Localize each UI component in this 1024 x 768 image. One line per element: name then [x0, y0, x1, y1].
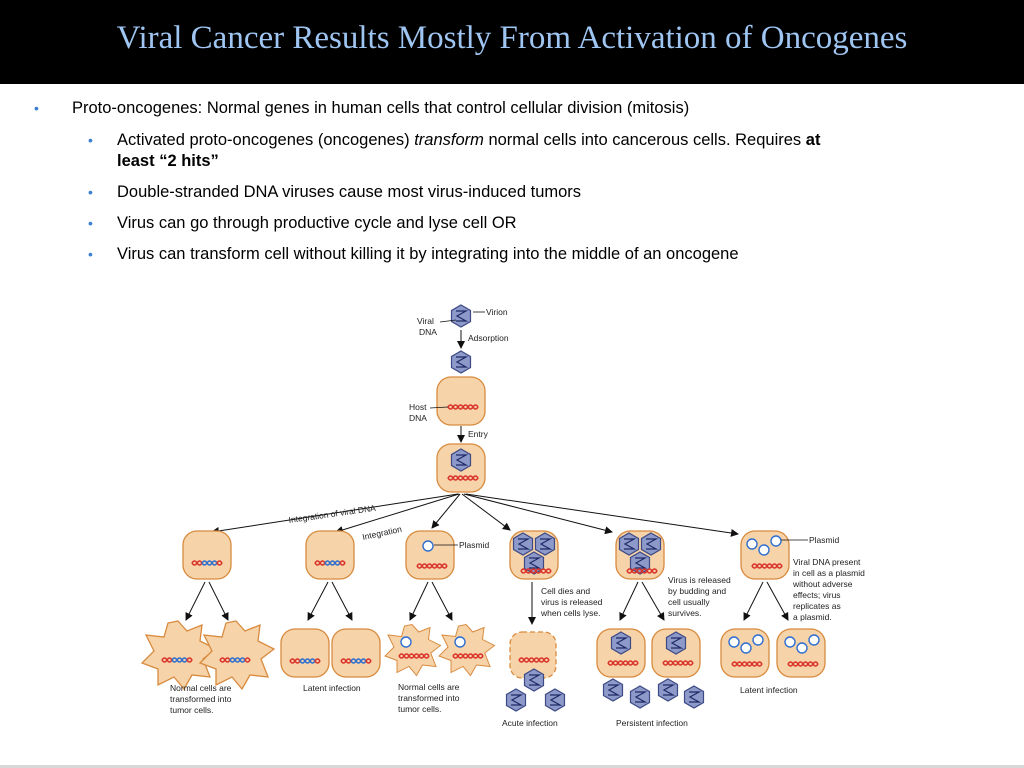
svg-text:survives.: survives.	[668, 608, 702, 618]
svg-text:effects; virus: effects; virus	[793, 590, 841, 600]
branch-arrows	[211, 493, 739, 537]
cell-integrated-2	[305, 530, 355, 580]
cell-lytic	[509, 530, 559, 580]
lysed-cell	[505, 631, 566, 712]
cell-budding	[615, 530, 665, 580]
bullet-2: Activated proto-oncogenes (oncogenes) tr…	[117, 130, 820, 151]
bullet-2-text-a: Activated proto-oncogenes (oncogenes)	[117, 131, 415, 149]
label-integration: Integration	[361, 524, 403, 542]
note-virus-released: Virus is released by budding and cell us…	[668, 575, 731, 618]
label-viral-dna-1: Viral	[417, 316, 434, 326]
svg-text:Virus is released: Virus is released	[668, 575, 731, 585]
label-host-dna-1: Host	[409, 402, 427, 412]
tumor-cells-2	[384, 624, 495, 676]
bullet-3: Double-stranded DNA viruses cause most v…	[117, 183, 582, 201]
note-cell-dies: Cell dies and virus is released when cel…	[540, 586, 603, 618]
bullet-4: Virus can go through productive cycle an…	[117, 214, 517, 232]
svg-text:by budding and: by budding and	[668, 586, 726, 596]
virion-adsorbed	[450, 350, 472, 374]
label-host-dna-2: DNA	[409, 413, 427, 423]
svg-text:Cell dies and: Cell dies and	[541, 586, 590, 596]
svg-text:tumor cells.: tumor cells.	[398, 704, 441, 714]
label-plasmid-2: Plasmid	[809, 535, 840, 545]
svg-text:in cell as a plasmid: in cell as a plasmid	[793, 568, 865, 578]
label-persistent: Persistent infection	[616, 718, 688, 728]
cell-plasmid-1	[405, 530, 455, 580]
svg-text:transformed into: transformed into	[398, 693, 460, 703]
tumor-cells-1	[141, 620, 275, 690]
label-normal-transformed-2: Normal cells are transformed into tumor …	[398, 682, 460, 714]
cell-plasmid-2	[740, 530, 790, 580]
svg-text:cell usually: cell usually	[668, 597, 710, 607]
label-acute: Acute infection	[502, 718, 558, 728]
svg-text:transformed into: transformed into	[170, 694, 232, 704]
latent-cells-2	[720, 628, 826, 678]
latent-cells-1	[280, 628, 381, 678]
label-viral-dna-2: DNA	[419, 327, 437, 337]
svg-text:tumor cells.: tumor cells.	[170, 705, 213, 715]
svg-text:replicates as: replicates as	[793, 601, 841, 611]
svg-text:virus is released: virus is released	[541, 597, 603, 607]
virion-top	[450, 304, 472, 328]
svg-text:without adverse: without adverse	[792, 579, 853, 589]
label-latent-2: Latent infection	[740, 685, 798, 695]
label-integration-viral-dna: Integration of viral DNA	[288, 503, 377, 525]
title-bar	[0, 0, 1024, 84]
bullet-5: Virus can transform cell without killing…	[117, 245, 739, 263]
note-viral-dna-plasmid: Viral DNA present in cell as a plasmid w…	[792, 557, 865, 622]
label-latent-1: Latent infection	[303, 683, 361, 693]
svg-text:Viral DNA present: Viral DNA present	[793, 557, 861, 567]
label-virion: Virion	[486, 307, 508, 317]
bullet-marker: •	[88, 246, 93, 262]
svg-text:a plasmid.: a plasmid.	[793, 612, 832, 622]
split-arrows	[185, 581, 789, 625]
bullet-marker: •	[88, 132, 93, 148]
bullet-2-strong-b: least “2 hits”	[117, 152, 219, 170]
bullet-2-emphasis: transform	[414, 131, 484, 149]
infected-cell	[436, 443, 486, 493]
footer-divider	[0, 765, 1024, 768]
bullet-2-strong-a: at	[805, 131, 821, 149]
bullet-marker: •	[88, 184, 93, 200]
host-cell	[436, 376, 486, 426]
label-normal-transformed-1: Normal cells are transformed into tumor …	[170, 683, 232, 715]
slide-title: Viral Cancer Results Mostly From Activat…	[116, 20, 908, 56]
label-plasmid-1: Plasmid	[459, 540, 490, 550]
bullet-2-text-b: normal cells into cancerous cells. Requi…	[483, 131, 806, 149]
bullet-marker: •	[34, 100, 39, 116]
label-adsorption: Adsorption	[468, 333, 509, 343]
persistent-cells	[596, 628, 705, 709]
bullet-1: Proto-oncogenes: Normal genes in human c…	[72, 99, 690, 117]
cell-integrated-1	[182, 530, 232, 580]
bullet-marker: •	[88, 215, 93, 231]
label-entry: Entry	[468, 429, 489, 439]
svg-text:Normal cells are: Normal cells are	[398, 682, 460, 692]
svg-text:when cells lyse.: when cells lyse.	[540, 608, 601, 618]
svg-text:Normal cells are: Normal cells are	[170, 683, 232, 693]
